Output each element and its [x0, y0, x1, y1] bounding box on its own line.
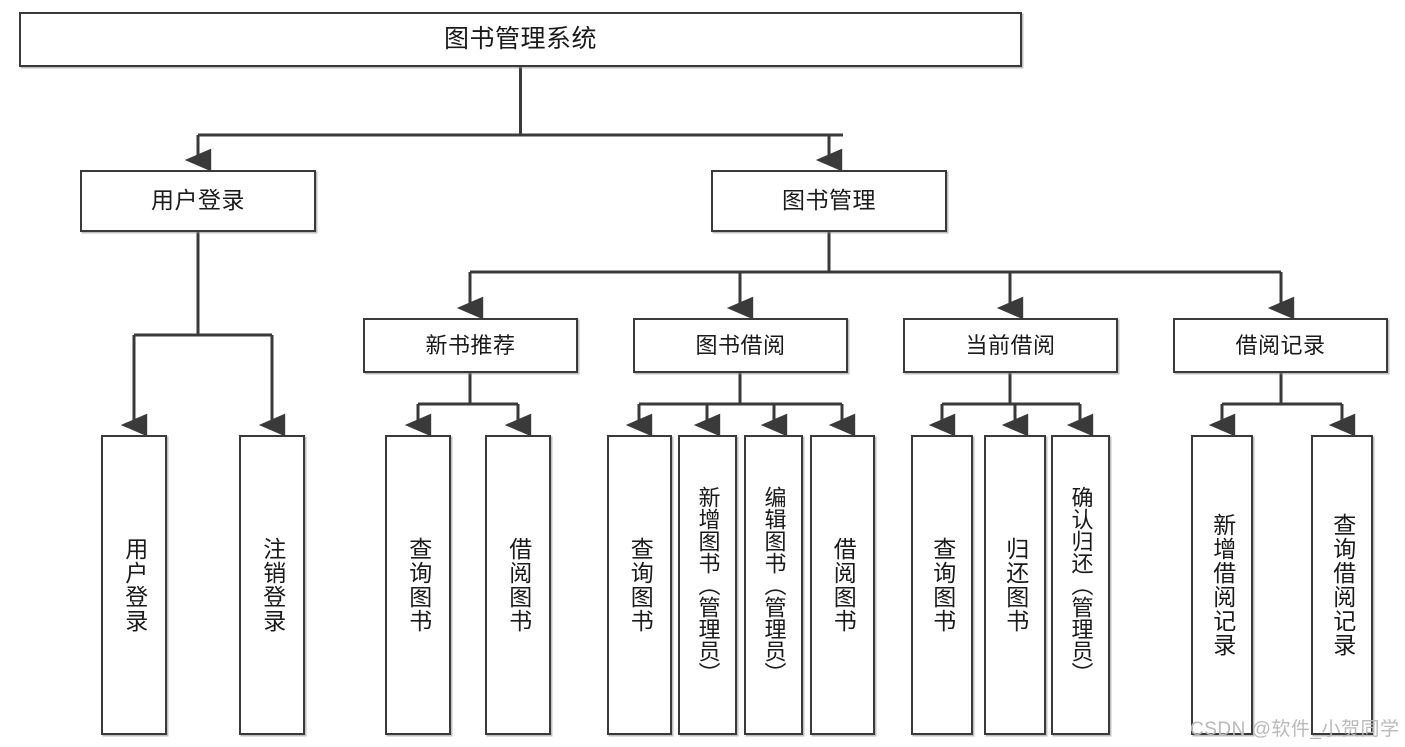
node-leaf-return-book[interactable]: 归还图书 [984, 435, 1046, 735]
node-user-login-label: 用户登录 [151, 187, 245, 214]
node-leaf-borrow-book-1[interactable]: 借阅图书 [485, 435, 551, 735]
node-leaf-user-logout-label: 注销登录 [259, 537, 286, 633]
node-leaf-confirm-return-label: 确认归还（管理员） [1068, 486, 1094, 684]
node-leaf-add-record-label: 新增借阅记录 [1209, 513, 1236, 657]
node-leaf-query-book-2[interactable]: 查询图书 [607, 435, 672, 735]
node-leaf-return-book-label: 归还图书 [1002, 537, 1029, 633]
node-book-borrow-label: 图书借阅 [695, 332, 786, 358]
node-leaf-query-record[interactable]: 查询借阅记录 [1311, 435, 1373, 735]
node-root-system[interactable]: 图书管理系统 [19, 12, 1022, 67]
node-leaf-query-record-label: 查询借阅记录 [1329, 513, 1356, 657]
node-leaf-borrow-book-2[interactable]: 借阅图书 [810, 435, 875, 735]
node-borrow-record[interactable]: 借阅记录 [1173, 318, 1388, 373]
node-leaf-confirm-return[interactable]: 确认归还（管理员） [1051, 435, 1110, 735]
node-leaf-add-book[interactable]: 新增图书（管理员） [678, 435, 737, 735]
csdn-watermark: CSDN @软件_小贺同学 [1190, 719, 1400, 740]
node-current-borrow[interactable]: 当前借阅 [903, 318, 1118, 373]
node-leaf-borrow-book-1-label: 借阅图书 [505, 537, 532, 633]
node-leaf-edit-book[interactable]: 编辑图书（管理员） [744, 435, 803, 735]
node-book-manage-label: 图书管理 [782, 187, 876, 214]
node-root-system-label: 图书管理系统 [443, 24, 597, 53]
node-leaf-edit-book-label: 编辑图书（管理员） [761, 486, 787, 684]
node-leaf-user-login[interactable]: 用户登录 [101, 435, 167, 735]
node-leaf-query-book-1-label: 查询图书 [405, 537, 432, 633]
node-leaf-query-book-2-label: 查询图书 [627, 537, 654, 633]
node-leaf-query-book-3[interactable]: 查询图书 [911, 435, 973, 735]
node-user-login[interactable]: 用户登录 [80, 170, 316, 232]
node-leaf-query-book-1[interactable]: 查询图书 [385, 435, 451, 735]
node-new-book-rec[interactable]: 新书推荐 [363, 318, 578, 373]
node-leaf-user-logout[interactable]: 注销登录 [239, 435, 305, 735]
node-new-book-rec-label: 新书推荐 [425, 332, 516, 358]
node-leaf-query-book-3-label: 查询图书 [929, 537, 956, 633]
node-book-borrow[interactable]: 图书借阅 [633, 318, 848, 373]
node-leaf-add-book-label: 新增图书（管理员） [695, 486, 721, 684]
node-leaf-borrow-book-2-label: 借阅图书 [830, 537, 857, 633]
node-current-borrow-label: 当前借阅 [965, 332, 1056, 358]
node-borrow-record-label: 借阅记录 [1235, 332, 1326, 358]
node-book-manage[interactable]: 图书管理 [711, 170, 947, 232]
node-leaf-add-record[interactable]: 新增借阅记录 [1191, 435, 1253, 735]
node-leaf-user-login-label: 用户登录 [121, 537, 148, 633]
